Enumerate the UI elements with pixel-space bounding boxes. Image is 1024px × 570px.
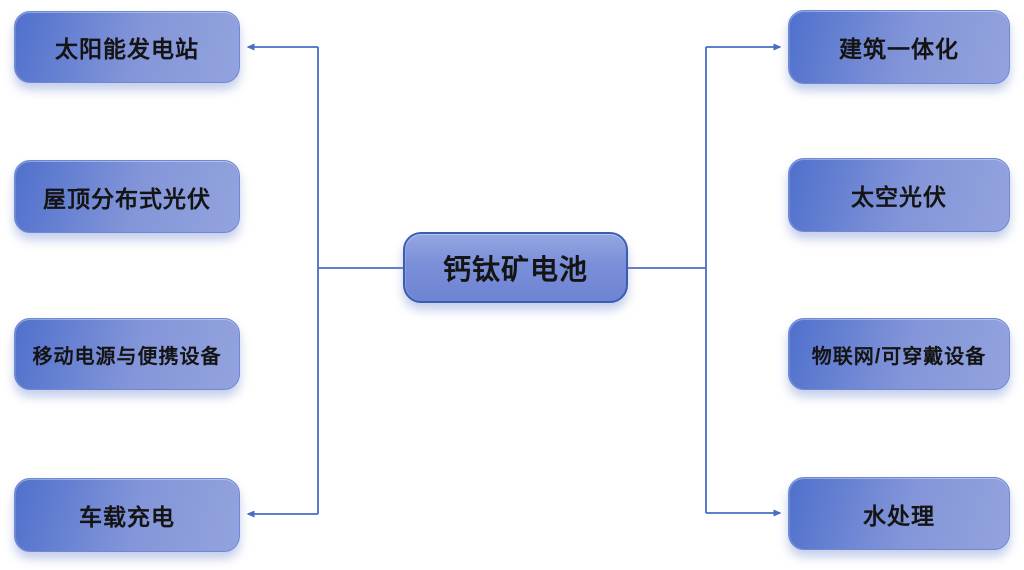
- node-water-treatment[interactable]: 水处理: [788, 477, 1010, 550]
- node-label: 车载充电: [79, 504, 175, 530]
- node-label: 移动电源与便携设备: [32, 345, 222, 368]
- node-solar-power-station[interactable]: 太阳能发电站: [14, 11, 240, 83]
- node-label: 建筑一体化: [839, 36, 959, 62]
- node-rooftop-distributed-pv[interactable]: 屋顶分布式光伏: [14, 160, 240, 233]
- node-label: 太空光伏: [851, 184, 947, 210]
- node-perovskite-cell-center[interactable]: 钙钛矿电池: [403, 232, 628, 303]
- node-iot-wearable-devices[interactable]: 物联网/可穿戴设备: [788, 318, 1010, 390]
- node-building-integration[interactable]: 建筑一体化: [788, 10, 1010, 84]
- node-label: 水处理: [863, 502, 935, 529]
- node-space-pv[interactable]: 太空光伏: [788, 158, 1010, 232]
- node-label: 屋顶分布式光伏: [43, 185, 211, 212]
- node-label: 钙钛矿电池: [442, 253, 588, 285]
- node-label: 物联网/可穿戴设备: [811, 345, 987, 368]
- node-label: 太阳能发电站: [55, 36, 199, 62]
- node-vehicle-charging[interactable]: 车载充电: [14, 478, 240, 552]
- node-mobile-power-portable-devices[interactable]: 移动电源与便携设备: [14, 318, 240, 390]
